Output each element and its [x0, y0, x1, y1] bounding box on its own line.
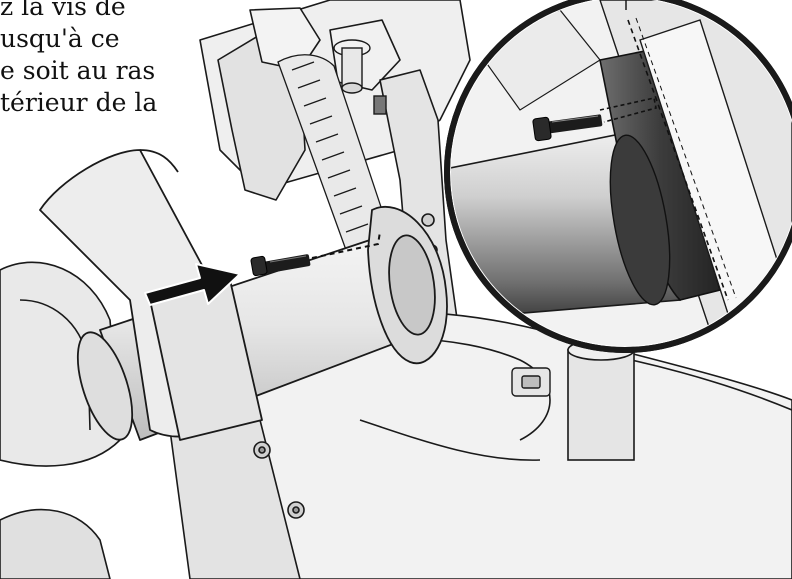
caption-line: e soit au ras: [0, 56, 156, 85]
lower-mounting-arm: [169, 419, 305, 579]
top-fitting: [333, 39, 387, 115]
caption-line: térieur de la: [0, 88, 158, 117]
insertion-direction-arrow: [144, 263, 241, 306]
caption-line: usqu'à ce: [0, 24, 120, 53]
end-flange: [367, 205, 448, 365]
vertical-post: [567, 339, 635, 461]
shroud-clip: [511, 367, 551, 397]
insertion-path: [311, 231, 381, 259]
hex-socket-screw: [250, 254, 311, 277]
zoomed-screw: [532, 114, 603, 142]
instruction-caption: z la vis de usqu'à ce e soit au ras téri…: [0, 0, 200, 127]
magnified-detail-circle: [444, 0, 792, 353]
left-elbow-housing: [0, 261, 121, 579]
caption-line: z la vis de: [0, 0, 126, 21]
